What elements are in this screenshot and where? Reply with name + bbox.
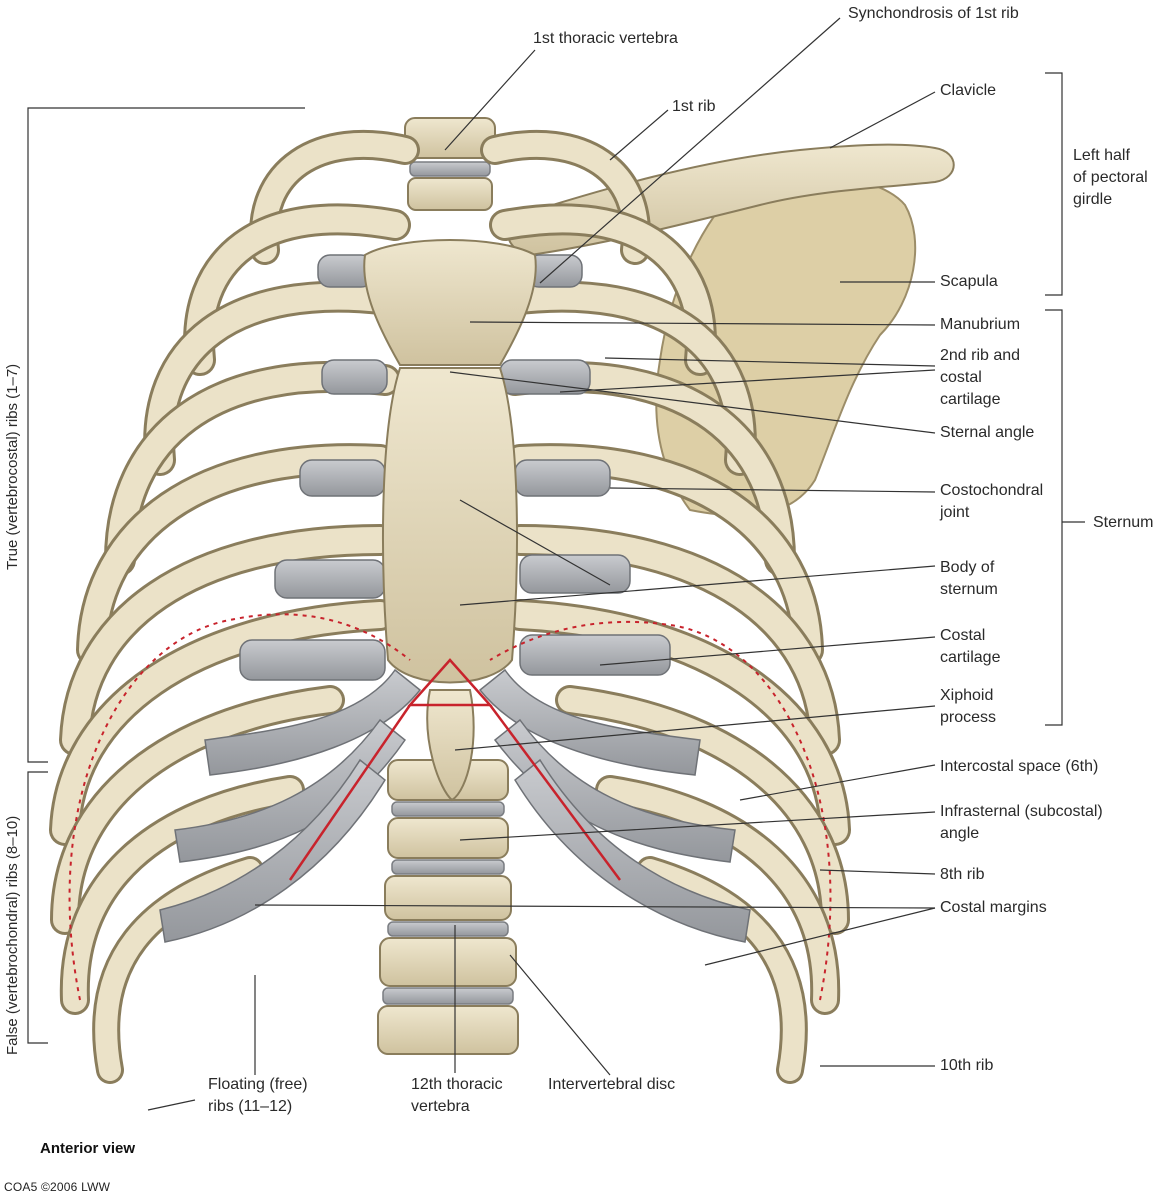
label-intercostal-space: Intercostal space (6th): [940, 758, 1099, 775]
label-true-ribs: True (vertebrocostal) ribs (1–7): [4, 363, 21, 570]
label-pectoral-girdle: Left half of pectoral girdle: [1073, 147, 1148, 208]
label-intervertebral-disc: Intervertebral disc: [548, 1076, 676, 1093]
label-12th-thoracic-vertebra: 12th thoracic vertebra: [411, 1076, 503, 1115]
label-1st-rib: 1st rib: [672, 98, 716, 115]
label-1st-thoracic-vertebra: 1st thoracic vertebra: [533, 30, 678, 47]
label-8th-rib: 8th rib: [940, 866, 985, 883]
label-2nd-rib-costal-cartilage: 2nd rib and costal cartilage: [940, 347, 1021, 408]
leader-lines: [147, 17, 936, 1111]
view-caption: Anterior view: [40, 1140, 136, 1157]
infrasternal-angle-lines: [68, 613, 832, 1001]
label-body-of-sternum: Body of sternum: [940, 559, 998, 598]
label-10th-rib: 10th rib: [940, 1057, 994, 1074]
label-sternum: Sternum: [1093, 514, 1154, 531]
label-false-ribs: False (vertebrochondral) ribs (8–10): [4, 815, 21, 1055]
brackets: [27, 72, 1085, 1044]
sternum-shape: [363, 239, 537, 802]
label-synchondrosis-1st-rib: Synchondrosis of 1st rib: [848, 5, 1019, 22]
label-clavicle: Clavicle: [940, 82, 997, 99]
label-scapula: Scapula: [940, 273, 998, 290]
label-xiphoid-process: Xiphoid process: [940, 687, 997, 726]
copyright-credit: COA5 ©2006 LWW: [4, 1180, 111, 1194]
label-costal-cartilage: Costal cartilage: [940, 627, 1001, 666]
label-costochondral-joint: Costochondral joint: [940, 482, 1044, 521]
costal-cartilages: [159, 254, 751, 943]
label-sternal-angle: Sternal angle: [940, 424, 1035, 441]
label-infrasternal-angle: Infrasternal (subcostal) angle: [940, 803, 1103, 842]
label-manubrium: Manubrium: [940, 316, 1021, 333]
label-floating-ribs: Floating (free) ribs (11–12): [208, 1076, 308, 1115]
label-costal-margins: Costal margins: [940, 899, 1047, 916]
